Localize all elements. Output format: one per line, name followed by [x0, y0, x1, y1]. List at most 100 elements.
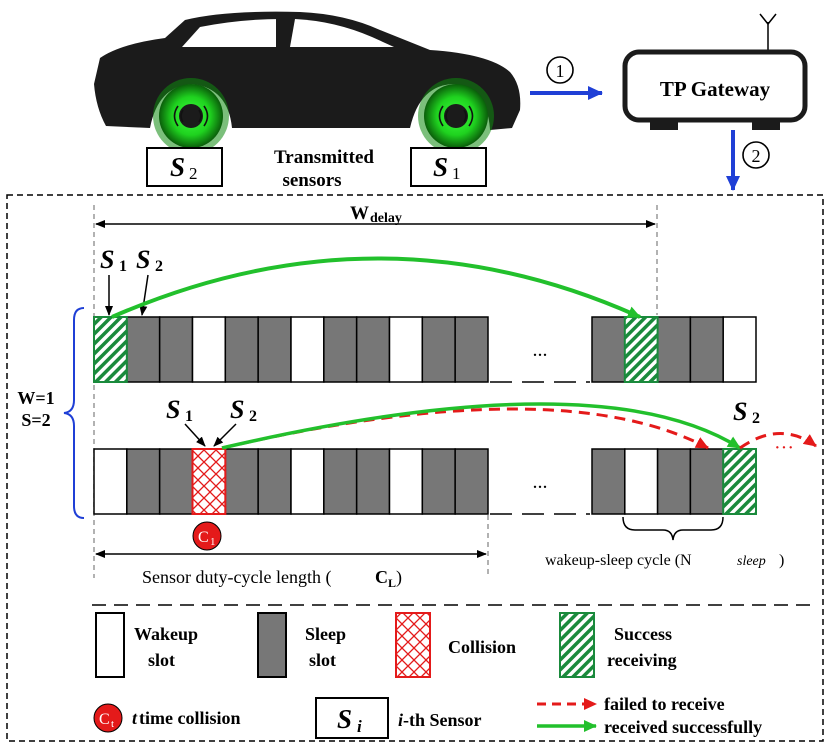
signal-wave-icon	[173, 105, 474, 127]
duty-cycle-text: Sensor duty-cycle length (	[142, 567, 331, 588]
row2-slot-s	[257, 448, 292, 515]
sensor-s1-sub: 1	[452, 164, 461, 183]
success-arrow-top	[111, 256, 641, 319]
mid-s2-sub: 2	[249, 408, 257, 425]
row2-slot-s	[689, 448, 724, 515]
gateway-icon	[622, 13, 808, 130]
legend-wakeup-1: Wakeup	[134, 624, 198, 644]
brace	[63, 307, 85, 519]
collision-badge-sub: 1	[210, 536, 216, 548]
row1-slot-s	[689, 316, 724, 383]
legend-ct-italic: t	[132, 708, 138, 728]
row1-slot-s	[355, 316, 391, 383]
legend-si-italic: i	[398, 710, 403, 730]
step1-circle	[546, 56, 574, 84]
duty-cycle-main: C	[375, 567, 388, 587]
failed-arrow-mid	[221, 407, 709, 450]
collision-badge-letter: C	[198, 529, 209, 546]
legend-ct-sub: t	[111, 718, 114, 730]
car-window-front	[182, 19, 282, 47]
car-illustration	[94, 11, 521, 154]
legend-si-letter: S	[337, 704, 352, 734]
row1-slot-s	[454, 316, 489, 383]
row1-slot-w	[722, 316, 757, 383]
row2-slot-c	[191, 448, 227, 515]
duty-cycle-close: )	[396, 567, 402, 588]
slot-row-1	[93, 316, 757, 383]
right-s2-letter: S	[733, 397, 747, 426]
sensor-box-s2	[146, 147, 223, 187]
legend-sleep-swatch	[257, 612, 287, 678]
top-s1-letter: S	[100, 245, 114, 274]
row1-slot-s	[323, 316, 358, 383]
row1-slot-s	[257, 316, 292, 383]
param-w: W=1	[17, 388, 54, 408]
legend-sleep-2: slot	[309, 650, 336, 670]
row1-slot-s	[158, 316, 194, 383]
legend-ct-badge	[93, 703, 123, 733]
param-s: S=2	[21, 410, 50, 430]
wdelay-sub: delay	[370, 211, 402, 226]
row1-slot-w	[388, 316, 424, 383]
row1-slot-s	[656, 316, 692, 383]
mid-s1-pointer	[184, 423, 206, 447]
legend-success-2: receiving	[607, 650, 677, 670]
row1-slot-g	[93, 316, 128, 383]
legend-si-sub: i	[357, 717, 362, 736]
row2-slot-s	[323, 448, 358, 515]
legend-success-1: Success	[614, 624, 672, 644]
cycle-close: )	[779, 552, 784, 569]
row1-slot-s	[126, 316, 161, 383]
wdelay-main: W	[350, 203, 369, 224]
row2-slot-w	[93, 448, 128, 515]
row2-slot-s	[224, 448, 259, 515]
sensor-box-s1	[410, 147, 487, 187]
gateway-label: TP Gateway	[660, 77, 771, 101]
row1-slot-w	[290, 316, 325, 383]
row2-slot-s	[158, 448, 194, 515]
car-pillar	[276, 15, 288, 49]
mid-s1-letter: S	[166, 395, 180, 424]
cycle-sub: sleep	[737, 554, 766, 569]
row2-slot-s	[591, 448, 626, 515]
legend-success-swatch	[559, 612, 595, 678]
row1-slot-g	[623, 316, 659, 383]
transmitted-label-1: Transmitted	[274, 147, 374, 168]
continue-dots: ···	[774, 437, 794, 459]
row1-slot-s	[591, 316, 626, 383]
legend-failed: failed to receive	[604, 694, 725, 714]
success-arrow-mid	[221, 402, 741, 450]
top-s2-pointer	[139, 274, 149, 316]
legend-si-box	[315, 697, 389, 739]
sensor-s2-sub: 2	[189, 164, 198, 183]
legend-wakeup-swatch	[95, 612, 125, 678]
step1-number: 1	[556, 61, 565, 81]
legend-ct-text: time collision	[139, 708, 241, 728]
row1-slot-s	[224, 316, 259, 383]
legend-si-text: -th Sensor	[403, 710, 482, 730]
mid-s2-pointer	[213, 423, 237, 447]
transmitted-label-2: sensors	[282, 170, 341, 191]
cycle-brace	[622, 516, 724, 541]
wheel-hub-right	[444, 104, 468, 128]
legend-sleep-1: Sleep	[305, 624, 346, 644]
row2-slot-s	[656, 448, 692, 515]
slot-row-2	[93, 448, 758, 515]
row2-slot-w	[388, 448, 424, 515]
step2-number: 2	[752, 146, 761, 166]
top-s1-sub: 1	[119, 258, 127, 275]
row2-slot-s	[355, 448, 391, 515]
top-s2-sub: 2	[155, 258, 163, 275]
cycle-text: wakeup-sleep cycle (N	[545, 552, 692, 569]
car-window-rear	[290, 19, 394, 47]
row2-slot-s	[454, 448, 489, 515]
row2-slot-s	[421, 448, 456, 515]
legend-wakeup-2: slot	[148, 650, 175, 670]
row1-slot-s	[421, 316, 456, 383]
legend-collision: Collision	[448, 637, 516, 657]
row2-slot-s	[126, 448, 161, 515]
row2-slot-g	[722, 448, 758, 515]
right-s2-sub: 2	[752, 410, 760, 427]
